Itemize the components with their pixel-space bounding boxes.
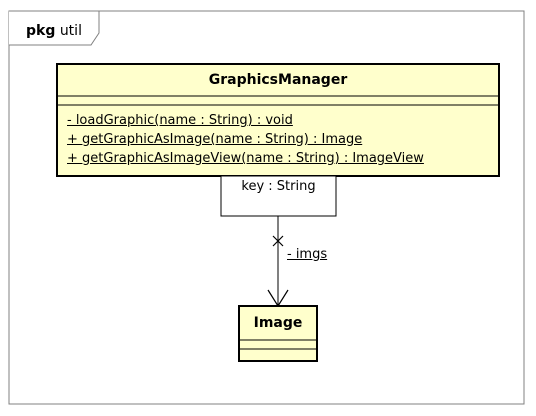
package-name: util: [59, 23, 82, 39]
class-name-image: Image: [253, 315, 303, 331]
operation-load-graphic: - loadGraphic(name : String) : void: [67, 113, 293, 128]
package-tab: [9, 10, 100, 46]
non-navigable-cross-icon: [272, 235, 284, 247]
class-name-graphics-manager: GraphicsManager: [208, 72, 348, 88]
association-role-name: - imgs: [287, 247, 328, 262]
package-label: pkg util: [26, 23, 82, 39]
operation-get-graphic-as-image: + getGraphicAsImage(name : String) : Ima…: [67, 132, 363, 147]
class-image-box[interactable]: [238, 305, 318, 362]
operation-get-graphic-as-image-view: + getGraphicAsImageView(name : String) :…: [67, 151, 424, 166]
package-keyword: pkg: [26, 23, 56, 39]
association-qualifier: key : String: [241, 179, 316, 194]
